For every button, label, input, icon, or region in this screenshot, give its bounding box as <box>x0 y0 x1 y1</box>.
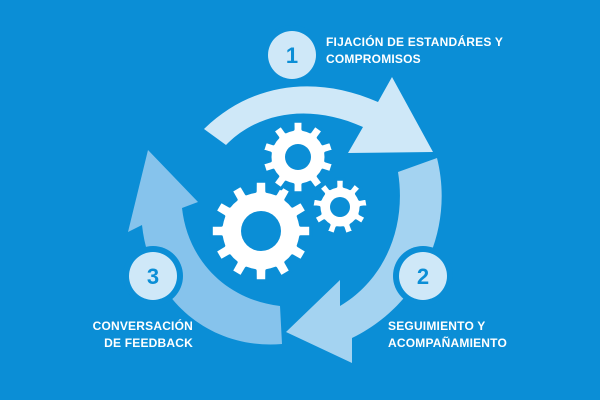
arrow-step-2-to-3 <box>286 158 442 363</box>
step-label-1: FIJACIÓN DE ESTANDÁRES Y COMPROMISOS <box>326 34 503 68</box>
step-label-3-line-2: DE FEEDBACK <box>104 336 193 350</box>
gear-icon-small-hole <box>330 197 350 217</box>
arrow-step-1-to-2 <box>204 77 433 153</box>
gear-icon-top <box>261 119 335 195</box>
step-number-3: 3 <box>147 264 159 289</box>
step-label-2-line-1: SEGUIMIENTO Y <box>388 319 486 333</box>
gear-icon-top-hole <box>285 144 311 170</box>
step-badge-1: 1 <box>262 25 322 85</box>
gears-group <box>209 119 370 283</box>
arrow-step-3-to-1 <box>128 150 282 345</box>
gear-icon-large-hole <box>241 211 281 251</box>
gear-icon-large <box>209 179 313 283</box>
step-label-2-line-2: ACOMPAÑAMIENTO <box>388 336 508 350</box>
step-number-1: 1 <box>286 43 298 68</box>
step-badge-2: 2 <box>393 246 453 306</box>
step-label-3-line-1: CONVERSACIÓN <box>92 319 193 333</box>
gear-icon-small <box>310 177 370 236</box>
step-badge-3: 3 <box>123 246 183 306</box>
step-number-2: 2 <box>417 264 429 289</box>
step-label-3: CONVERSACIÓN DE FEEDBACK <box>80 318 193 352</box>
step-label-2: SEGUIMIENTO Y ACOMPAÑAMIENTO <box>388 318 507 352</box>
step-label-1-line-2: COMPROMISOS <box>326 52 421 66</box>
step-label-1-line-1: FIJACIÓN DE ESTANDÁRES Y <box>326 35 504 49</box>
